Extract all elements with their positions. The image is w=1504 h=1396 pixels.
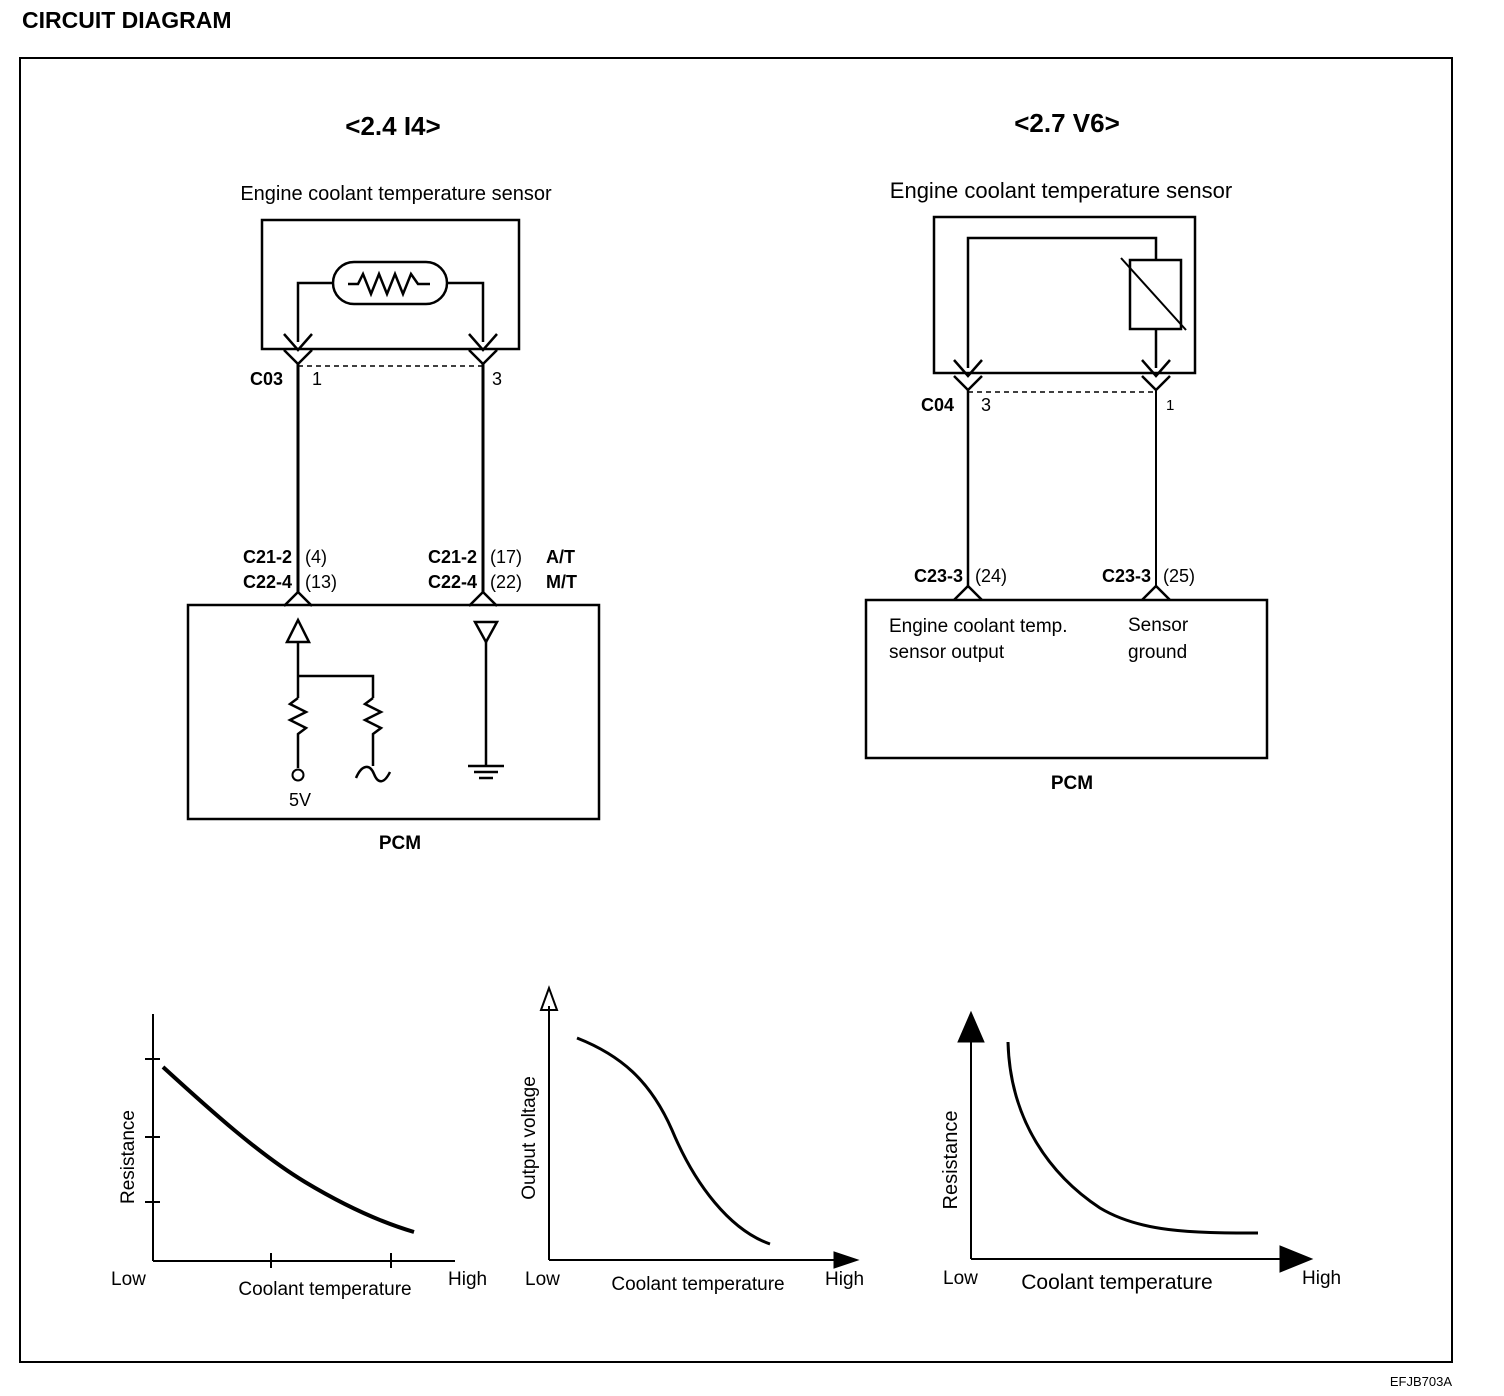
pcm-pin-c21-2-left: C21-2 [243,547,292,567]
connector-c04: C04 [921,395,954,415]
pcm-pin-c22-4-right: C22-4 [428,572,477,592]
pin-3-label: 3 [492,369,502,389]
ground-icon [468,764,504,780]
pcm-pin-13: (13) [305,572,337,592]
connector-c03: C03 [250,369,283,389]
resistor-zigzag-icon [348,270,430,298]
pcm-label-left: PCM [379,833,421,854]
graph-output-voltage: Output voltage Low Coolant temperature H… [519,985,864,1295]
diagram-code: EFJB703A [1390,1374,1452,1389]
page-title: CIRCUIT DIAGRAM [22,7,232,33]
graph-resistance-2-7: Resistance Low Coolant temperature High [940,1010,1341,1294]
heading-2-7-v6: <2.7 V6> [1014,108,1120,138]
y-arrow-icon [539,985,559,1011]
graph3-xlabel: Coolant temperature [1021,1271,1212,1294]
connector-chevron-icon [283,590,313,607]
connector-chevron-icon [1141,584,1171,601]
voltage-curve [576,1036,771,1246]
label-mt: M/T [546,572,577,592]
signal-tilde-icon [354,765,392,783]
pullup-resistor-icon [287,697,309,768]
graph1-ylabel: Resistance [118,1110,139,1204]
resistance-curve [161,1065,415,1234]
sensor-label-left: Engine coolant temperature sensor [240,183,552,205]
heading-2-4-i4: <2.4 I4> [345,111,440,141]
y-arrow-icon [957,1010,985,1043]
graph3-low: Low [943,1268,978,1289]
sensor-box-right [932,215,1197,375]
connector-chevron-icon [283,333,313,352]
supply-5v-icon [291,768,305,782]
sensor-label-right: Engine coolant temperature sensor [890,178,1232,203]
x-arrow-icon [833,1251,860,1269]
pcm-pin-22: (22) [490,572,522,592]
x-arrow-icon [1279,1245,1314,1273]
graph2-low: Low [525,1269,560,1290]
graph-resistance-2-4: Resistance Low Coolant temperature High [111,1014,487,1300]
graph2-ylabel: Output voltage [519,1076,540,1200]
pcm-label-right: PCM [1051,773,1093,794]
pin-3-label-right: 3 [981,395,991,415]
graph3-high: High [1302,1268,1341,1289]
pcm-pin-4: (4) [305,547,327,567]
ground-arrow-down-icon [472,620,500,645]
pcm-pin-24: (24) [975,566,1007,586]
graph1-xlabel: Coolant temperature [238,1279,411,1300]
connector-chevron-icon [953,359,983,378]
pcm-output-label-1: Engine coolant temp. [889,616,1068,637]
sensor-box-left [260,218,521,351]
sense-resistor-icon [362,697,384,766]
pcm-pin-25: (25) [1163,566,1195,586]
pcm-ground-label-2: ground [1128,642,1187,663]
connector-chevron-icon [468,590,498,607]
pin-1-label: 1 [312,369,322,389]
circuit-2-7-v6: <2.7 V6> Engine coolant temperature sens… [864,108,1269,794]
connector-chevron-icon [1141,359,1171,378]
connector-chevron-icon [953,584,983,601]
pin-1-label-right: 1 [1166,397,1174,414]
thermistor-icon [1128,258,1183,331]
graph2-xlabel: Coolant temperature [611,1274,784,1295]
pcm-pin-c21-2-right: C21-2 [428,547,477,567]
supply-5v-label: 5V [289,790,311,810]
label-at: A/T [546,547,575,567]
input-arrow-up-icon [284,617,312,644]
pcm-output-label-2: sensor output [889,642,1005,663]
graph2-high: High [825,1269,864,1290]
circuit-2-4-i4: <2.4 I4> Engine coolant temperature sens… [186,111,601,854]
graph1-low: Low [111,1269,146,1290]
pcm-pin-c22-4-left: C22-4 [243,572,292,592]
pcm-box-left [186,603,601,821]
pcm-pin-17: (17) [490,547,522,567]
pcm-pin-c23-3-left: C23-3 [914,566,963,586]
resistance-curve-v6 [1006,1041,1259,1235]
diagram-frame [19,57,1453,1363]
pcm-pin-c23-3-right: C23-3 [1102,566,1151,586]
pcm-box-right [864,598,1269,760]
graph3-ylabel: Resistance [940,1111,962,1210]
pcm-ground-label-1: Sensor [1128,615,1189,636]
graph1-high: High [448,1269,487,1290]
connector-chevron-icon [468,333,498,352]
thermistor-slash [1120,257,1187,331]
